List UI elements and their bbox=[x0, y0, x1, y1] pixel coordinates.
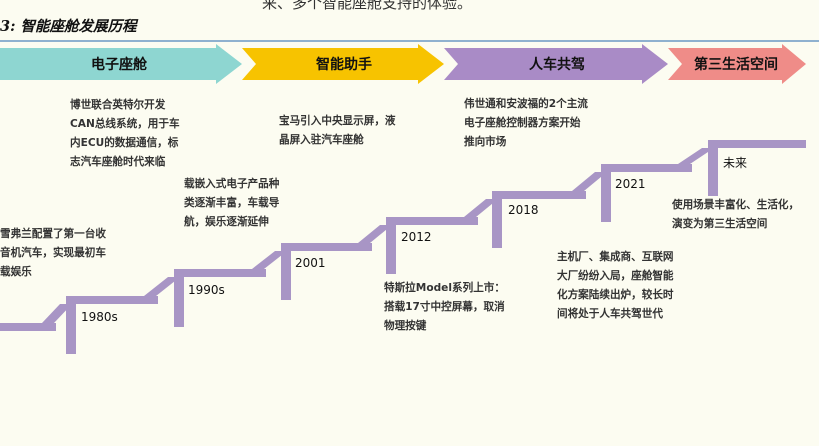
phase-arrow-human-car-codriving bbox=[444, 44, 668, 84]
milestone-desc-industry-entry: 主机厂、集成商、互联网 大厂纷纷入局，座舱智能 化方案陆续出炉，较长时 间将处于… bbox=[557, 251, 674, 320]
stair-riser bbox=[708, 140, 718, 196]
stair-riser bbox=[281, 243, 291, 300]
title-divider bbox=[0, 40, 819, 42]
milestone-desc-can-bus: 博世联合英特尔开发 CAN总线系统，用于车 内ECU的数据通信，标 志汽车座舱时… bbox=[70, 99, 180, 168]
phase-label-human-car-codriving: 人车共驾 bbox=[529, 57, 585, 73]
stair-connector bbox=[464, 199, 498, 217]
stair-connector bbox=[572, 172, 607, 191]
year-label-2018: 2018 bbox=[508, 203, 539, 217]
phase-arrow-electronic-cockpit bbox=[0, 44, 242, 84]
stair-tread bbox=[708, 140, 806, 148]
milestone-desc-future: 使用场景丰富化、生活化， 演变为第三生活空间 bbox=[672, 199, 800, 230]
phase-arrows bbox=[0, 44, 806, 84]
phase-label-electronic-cockpit: 电子座舱 bbox=[91, 57, 147, 73]
year-label-2001: 2001 bbox=[295, 256, 326, 270]
milestone-desc-bmw-display: 宝马引入中央显示屏，液 晶屏入驻汽车座舱 bbox=[279, 115, 396, 146]
year-label-future: 未来 bbox=[723, 156, 748, 170]
stair-tread bbox=[386, 217, 478, 225]
figure-title: 3: 智能座舱发展历程 bbox=[0, 18, 137, 35]
stair-connector bbox=[358, 225, 392, 243]
milestone-desc-tesla: 特斯拉Model系列上市： 搭载17寸中控屏幕，取消 物理按键 bbox=[384, 282, 505, 332]
milestone-desc-radio: 雪弗兰配置了第一台收 音机汽车，实现最初车 载娱乐 bbox=[0, 228, 106, 278]
milestone-desc-embedded-electronics: 载嵌入式电子产品种 类逐渐丰富，车载导 航，娱乐逐渐延伸 bbox=[184, 178, 280, 228]
stair-riser bbox=[66, 296, 76, 354]
phase-arrow-smart-assistant bbox=[242, 44, 444, 84]
stair-riser bbox=[174, 269, 184, 327]
stair-tread bbox=[66, 296, 158, 304]
stair-riser bbox=[386, 217, 396, 274]
year-label-2021: 2021 bbox=[615, 177, 646, 191]
previous-page-text: 来、多个智能座舱支持的体验。 bbox=[262, 0, 473, 12]
stair-riser bbox=[492, 191, 502, 248]
stair-riser bbox=[601, 164, 611, 222]
stair-tread bbox=[492, 191, 586, 199]
phase-label-smart-assistant: 智能助手 bbox=[316, 57, 372, 73]
stair-connector bbox=[144, 277, 180, 296]
year-label-1980s: 1980s bbox=[81, 310, 118, 324]
stair-connector bbox=[252, 251, 287, 269]
stair-tread bbox=[281, 243, 372, 251]
stair-tread bbox=[601, 164, 692, 172]
year-label-2012: 2012 bbox=[401, 230, 432, 244]
milestone-desc-cockpit-controller: 伟世通和安波福的2个主流 电子座舱控制器方案开始 推向市场 bbox=[464, 98, 588, 148]
year-label-1990s: 1990s bbox=[188, 283, 225, 297]
stair-tread bbox=[174, 269, 266, 277]
stair-connector bbox=[42, 304, 72, 323]
stair-tread bbox=[0, 323, 56, 331]
timeline-stairs bbox=[0, 140, 806, 354]
phase-label-third-living-space: 第三生活空间 bbox=[694, 57, 778, 73]
stair-connector bbox=[678, 148, 714, 164]
phase-arrow-third-living-space bbox=[668, 44, 806, 84]
